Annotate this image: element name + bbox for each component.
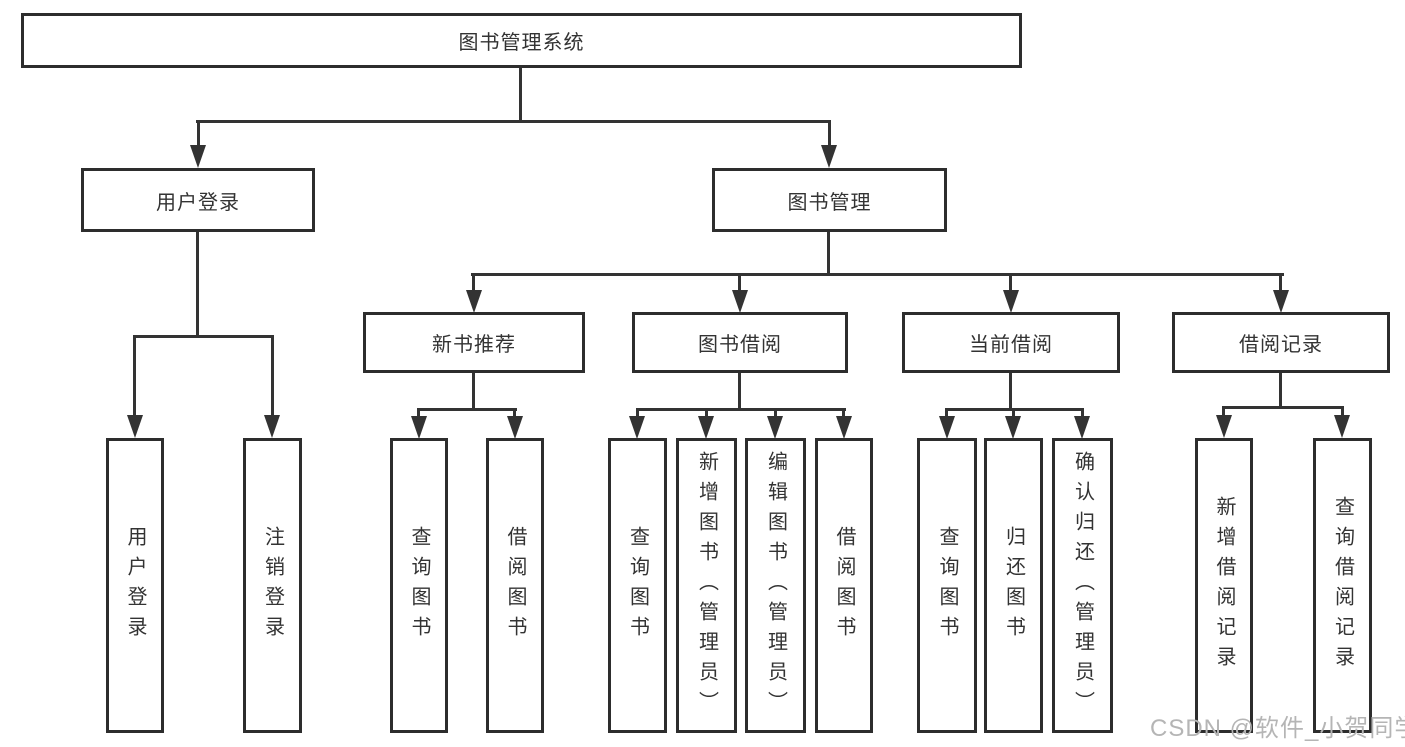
leaf-nb-query-books-label: 查询图书 <box>408 525 430 646</box>
arrowhead-current-borrowing <box>1003 290 1019 313</box>
edge-to-cb-confirm <box>1081 408 1084 417</box>
leaf-bb-query-books-label: 查询图书 <box>626 525 649 646</box>
leaf-nb-query-books: 查询图书 <box>390 438 448 733</box>
arrowhead-nb-query <box>411 416 427 439</box>
leaf-bb-borrow-books: 借阅图书 <box>815 438 873 733</box>
edge-root-stem <box>519 68 522 123</box>
leaf-br-add-record-label: 新增借阅记录 <box>1213 495 1235 676</box>
leaf-logout-label: 注销登录 <box>261 525 284 646</box>
node-root-label: 图书管理系统 <box>458 32 585 54</box>
edge-to-book-borrowing <box>738 273 741 293</box>
leaf-cb-return-books-label: 归还图书 <box>1002 525 1025 646</box>
leaf-bb-borrow-books-label: 借阅图书 <box>833 525 855 646</box>
edge-to-bb-borrow <box>842 408 845 417</box>
edge-to-new-books <box>472 273 475 293</box>
leaf-logout: 注销登录 <box>243 438 302 733</box>
edge-new-books-split <box>417 408 517 411</box>
arrowhead-user-login <box>190 145 206 168</box>
edge-book-borrowing-split <box>636 408 846 411</box>
edge-to-current-borrowing <box>1009 273 1012 293</box>
edge-borrowing-records-stem <box>1279 373 1282 409</box>
leaf-user-login-label: 用户登录 <box>124 525 146 646</box>
arrowhead-bb-add <box>698 416 714 439</box>
arrowhead-new-books <box>466 290 482 313</box>
edge-user-login-split <box>133 335 274 338</box>
edge-to-br-query <box>1341 406 1344 417</box>
node-book-borrowing: 图书借阅 <box>632 312 848 373</box>
watermark: CSDN @软件_小贺同学 <box>1150 715 1405 742</box>
leaf-bb-edit-books: 编辑图书（管理员） <box>745 438 806 733</box>
arrowhead-leaf-logout <box>264 415 280 438</box>
leaf-user-login: 用户登录 <box>106 438 164 733</box>
leaf-bb-query-books: 查询图书 <box>608 438 667 733</box>
edge-to-leaf-logout <box>271 335 274 415</box>
arrowhead-bb-edit <box>767 416 783 439</box>
arrowhead-br-add <box>1216 415 1232 438</box>
node-user-login: 用户登录 <box>81 168 315 232</box>
arrowhead-borrowing-records <box>1273 290 1289 313</box>
edge-to-bb-add <box>705 408 708 417</box>
edge-to-leaf-login <box>133 335 136 415</box>
edge-to-bb-query <box>636 408 639 417</box>
edge-root-split <box>196 120 831 123</box>
leaf-bb-add-books-label: 新增图书（管理员） <box>695 450 718 721</box>
leaf-cb-query-books: 查询图书 <box>917 438 977 733</box>
edge-user-login-stem <box>196 232 199 338</box>
node-new-books-label: 新书推荐 <box>432 334 516 356</box>
edge-to-bb-edit <box>774 408 777 417</box>
node-book-management: 图书管理 <box>712 168 947 232</box>
edge-book-mgmt-split <box>471 273 1284 276</box>
edge-new-books-stem <box>472 373 475 411</box>
node-borrowing-records: 借阅记录 <box>1172 312 1390 373</box>
edge-borrowing-records-split <box>1222 406 1344 409</box>
arrowhead-cb-query <box>939 416 955 439</box>
arrowhead-book-borrowing <box>732 290 748 313</box>
leaf-nb-borrow-books-label: 借阅图书 <box>504 525 526 646</box>
node-user-login-label: 用户登录 <box>156 191 240 214</box>
arrowhead-book-mgmt <box>821 145 837 168</box>
leaf-cb-confirm-return-label: 确认归还（管理员） <box>1071 450 1094 721</box>
arrowhead-leaf-login <box>127 415 143 438</box>
leaf-cb-query-books-label: 查询图书 <box>936 525 958 646</box>
leaf-br-query-record: 查询借阅记录 <box>1313 438 1372 733</box>
node-book-management-label: 图书管理 <box>787 191 872 214</box>
leaf-bb-add-books: 新增图书（管理员） <box>676 438 737 733</box>
arrowhead-bb-query <box>629 416 645 439</box>
leaf-cb-confirm-return: 确认归还（管理员） <box>1052 438 1113 733</box>
edge-current-borrowing-stem <box>1009 373 1012 411</box>
edge-to-cb-query <box>945 408 948 417</box>
arrowhead-bb-borrow <box>836 416 852 439</box>
arrowhead-br-query <box>1334 415 1350 438</box>
edge-to-nb-borrow <box>513 408 516 417</box>
leaf-bb-edit-books-label: 编辑图书（管理员） <box>764 450 787 721</box>
node-borrowing-records-label: 借阅记录 <box>1239 334 1323 356</box>
node-book-borrowing-label: 图书借阅 <box>698 334 782 356</box>
edge-to-cb-return <box>1012 408 1015 417</box>
edge-book-mgmt-stem <box>827 232 830 276</box>
arrowhead-nb-borrow <box>507 416 523 439</box>
edge-to-br-add <box>1222 406 1225 417</box>
edge-to-book-mgmt <box>828 120 831 148</box>
node-current-borrowing: 当前借阅 <box>902 312 1120 373</box>
edge-book-borrowing-stem <box>738 373 741 411</box>
leaf-cb-return-books: 归还图书 <box>984 438 1043 733</box>
node-new-books: 新书推荐 <box>363 312 585 373</box>
edge-to-borrowing-records <box>1279 273 1282 293</box>
leaf-nb-borrow-books: 借阅图书 <box>486 438 544 733</box>
leaf-br-query-record-label: 查询借阅记录 <box>1331 495 1354 676</box>
node-current-borrowing-label: 当前借阅 <box>969 334 1053 356</box>
edge-to-nb-query <box>417 408 420 417</box>
edge-to-user-login <box>197 120 200 148</box>
arrowhead-cb-confirm <box>1074 416 1090 439</box>
node-root: 图书管理系统 <box>21 13 1022 68</box>
arrowhead-cb-return <box>1005 416 1021 439</box>
leaf-br-add-record: 新增借阅记录 <box>1195 438 1253 733</box>
